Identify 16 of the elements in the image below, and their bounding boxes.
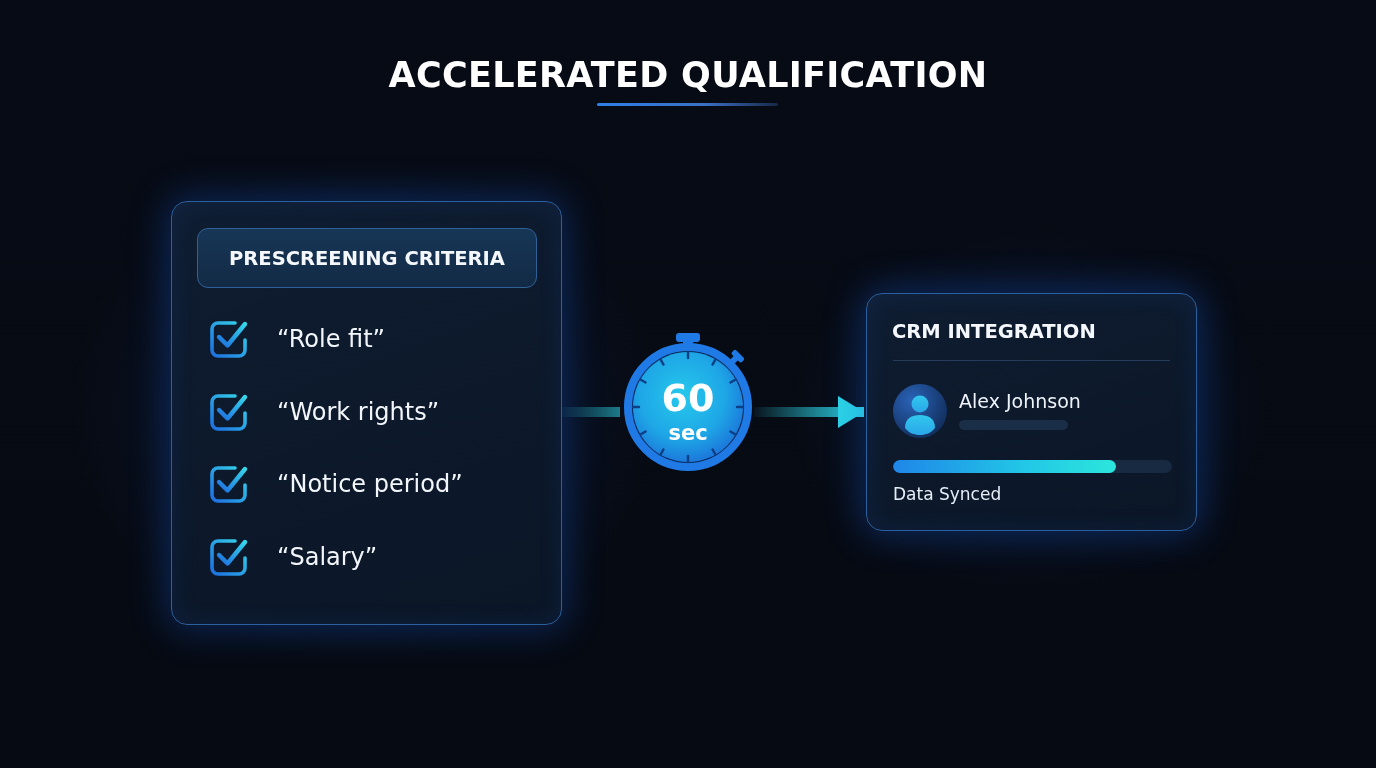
contact-name: Alex Johnson xyxy=(959,389,1081,413)
criterion-text: “Salary” xyxy=(277,541,378,572)
criterion-text: “Work rights” xyxy=(277,396,440,427)
timer-value: 60 xyxy=(661,378,715,418)
panel-heading: CRM INTEGRATION xyxy=(892,320,1096,344)
arrow xyxy=(754,396,864,428)
criterion-text: “Role fit” xyxy=(277,324,385,354)
stopwatch xyxy=(622,332,754,472)
crm-panel xyxy=(866,293,1197,531)
heading-tag: PRESCREENING CRITERIA xyxy=(197,228,537,288)
criteria-panel xyxy=(171,201,562,625)
status-text: Data Synced xyxy=(893,483,1002,505)
timer-unit: sec xyxy=(668,422,708,445)
criterion-text: “Notice period” xyxy=(277,469,463,499)
connector-line xyxy=(562,407,620,417)
diagram-title: ACCELERATED QUALIFICATION xyxy=(388,54,988,97)
